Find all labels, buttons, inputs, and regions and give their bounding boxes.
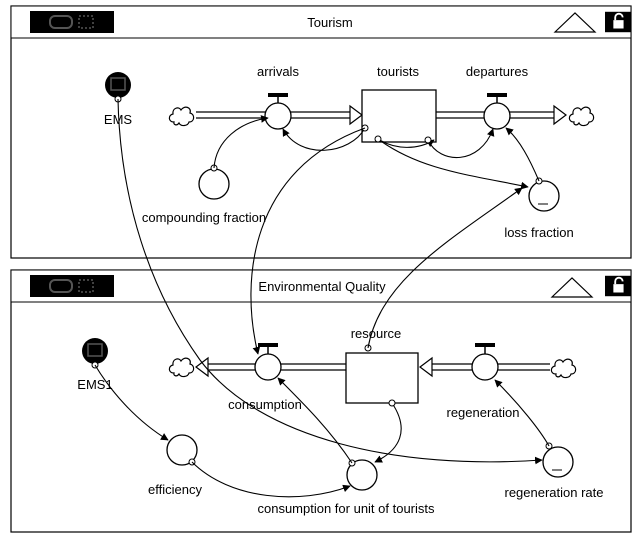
sector-environmental-quality[interactable]: Environmental Quality <box>10 269 632 533</box>
sector-title-tourism: Tourism <box>307 15 353 30</box>
connectors-cross-sector <box>117 98 543 465</box>
label-tourists: tourists <box>377 64 419 79</box>
connectors-tourism <box>213 115 540 190</box>
valve-icon <box>487 93 507 97</box>
sector-nav-icon[interactable] <box>30 11 114 33</box>
label-departures: departures <box>466 64 529 79</box>
label-consumption: consumption <box>228 397 302 412</box>
flow-regeneration[interactable]: regeneration <box>419 343 577 420</box>
lock-icon[interactable] <box>605 11 631 33</box>
stock-resource[interactable]: resource <box>345 326 419 404</box>
label-consumption-per-tourist: consumption for unit of tourists <box>257 501 435 516</box>
collapse-triangle-icon[interactable] <box>550 277 594 298</box>
sector-nav-icon[interactable] <box>30 275 114 297</box>
sector-title-environment: Environmental Quality <box>258 279 386 294</box>
converter-regeneration-rate[interactable]: regeneration rate <box>504 442 604 500</box>
label-ems: EMS <box>104 112 133 127</box>
flow-departures[interactable]: departures <box>436 64 595 130</box>
label-regeneration: regeneration <box>447 405 520 420</box>
label-arrivals: arrivals <box>257 64 299 79</box>
label-compounding-fraction: compounding fraction <box>142 210 266 225</box>
ghost-ems1[interactable]: EMS1 <box>77 338 113 392</box>
valve-icon <box>258 343 278 347</box>
label-regeneration-rate: regeneration rate <box>504 485 603 500</box>
label-ems1: EMS1 <box>77 377 112 392</box>
converter-efficiency[interactable]: efficiency <box>148 434 202 497</box>
connectors-environment <box>94 187 550 498</box>
flow-consumption[interactable]: consumption <box>168 343 346 412</box>
sector-tourism[interactable]: Tourism <box>10 5 632 259</box>
collapse-triangle-icon[interactable] <box>553 12 597 33</box>
converter-consumption-per-tourist[interactable]: consumption for unit of tourists <box>257 459 435 516</box>
converter-loss-fraction[interactable]: loss fraction <box>504 177 574 240</box>
valve-icon <box>268 93 288 97</box>
flow-arrivals[interactable]: arrivals <box>168 64 363 130</box>
valve-icon <box>475 343 495 347</box>
label-loss-fraction: loss fraction <box>504 225 573 240</box>
stock-tourists[interactable]: tourists <box>361 64 437 143</box>
converter-compounding-fraction[interactable]: compounding fraction <box>142 164 266 225</box>
lock-icon[interactable] <box>605 275 631 297</box>
label-efficiency: efficiency <box>148 482 202 497</box>
label-resource: resource <box>351 326 402 341</box>
